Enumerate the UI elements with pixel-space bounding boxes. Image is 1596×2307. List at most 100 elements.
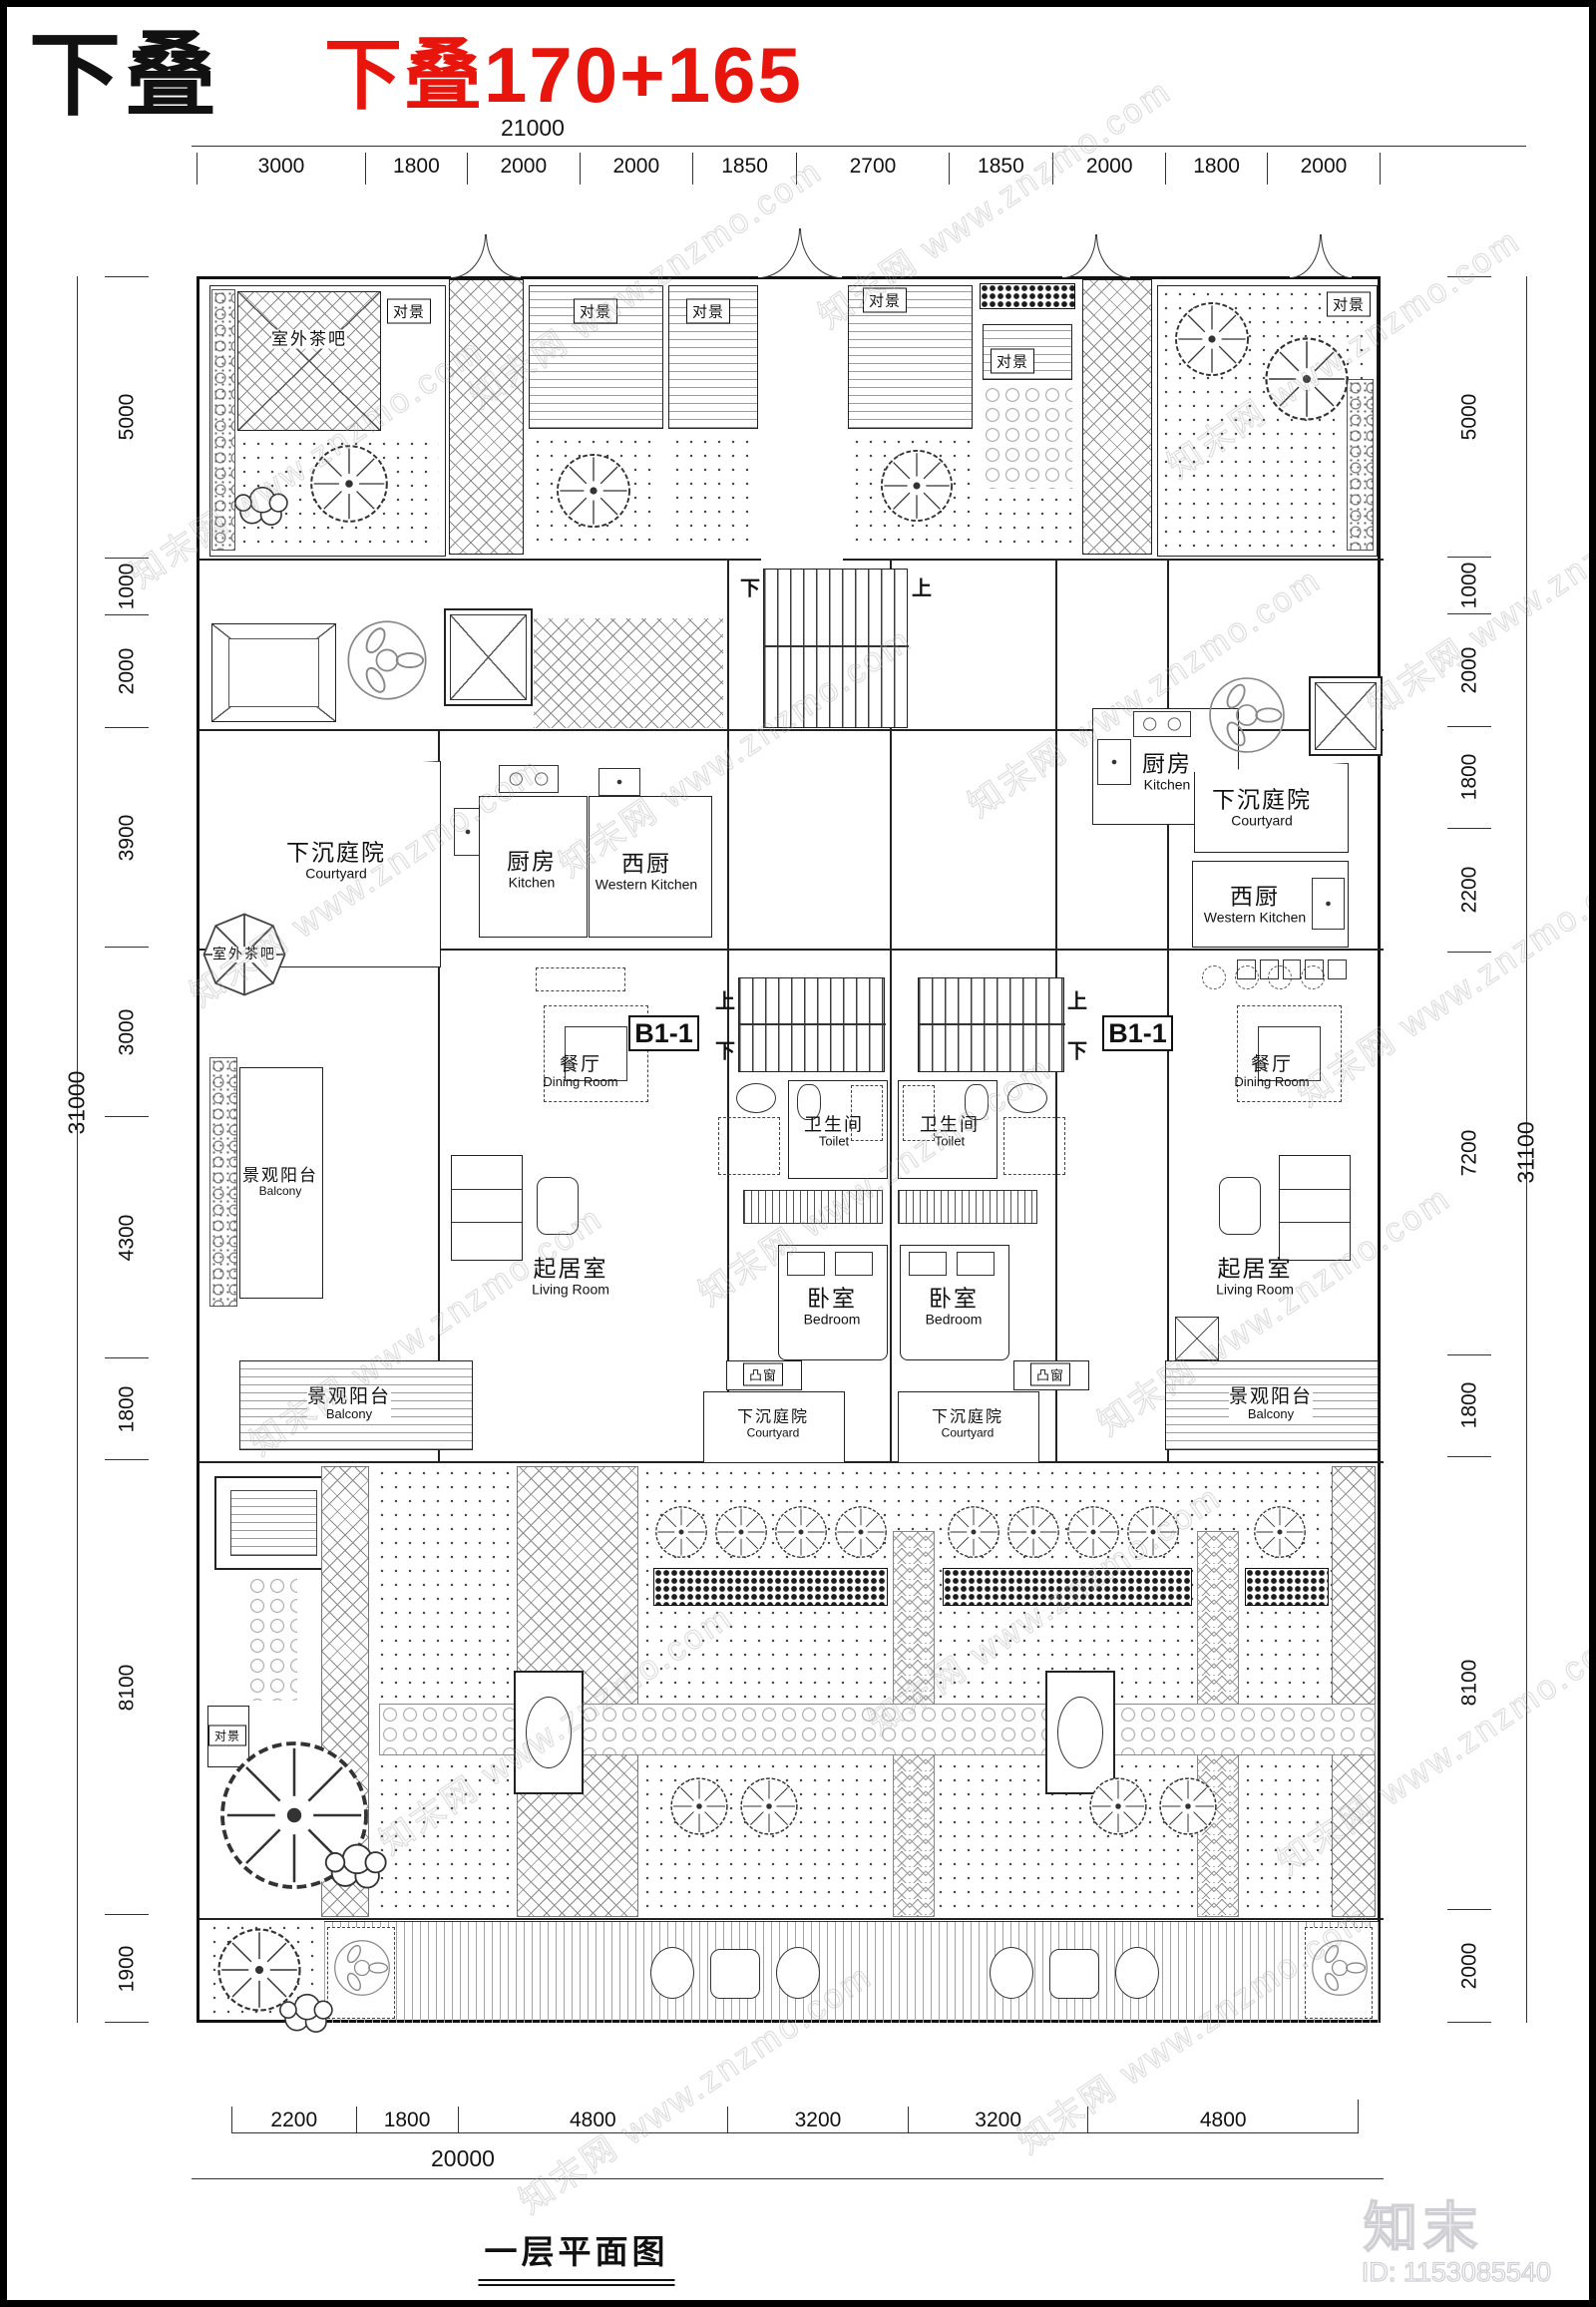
- dim-segment: 1900: [105, 1914, 149, 2022]
- balcony-west: [239, 1067, 323, 1299]
- tree-symbol: [1254, 1506, 1306, 1558]
- stair-down-label: 下: [740, 577, 760, 600]
- stair-down-label: 下: [1067, 1040, 1087, 1063]
- tree-symbol: [1159, 1777, 1217, 1835]
- dining-table: [544, 1005, 648, 1102]
- flower-medallion: [1209, 677, 1285, 753]
- tree-symbol: [775, 1506, 827, 1558]
- wall: [200, 729, 1384, 731]
- hedge-strip: [211, 289, 235, 551]
- tree-symbol: [1089, 1777, 1147, 1835]
- dim-segment: 8100: [1447, 1455, 1491, 1909]
- dim-segment: 1800: [1165, 153, 1267, 185]
- image-id: ID: 1153085540: [1361, 2256, 1551, 2287]
- wash-basin: [1007, 1083, 1047, 1113]
- lattice-walk: [1332, 1466, 1376, 1917]
- wash-basin: [736, 1083, 776, 1113]
- double-door-top-main: [758, 228, 842, 278]
- dim-segment: 3000: [105, 947, 149, 1115]
- stove: [499, 765, 559, 793]
- party-wall: [890, 561, 893, 1462]
- closet: [1003, 1117, 1065, 1175]
- hedge-strip: [209, 1057, 237, 1307]
- dim-segment: 7200: [1447, 951, 1491, 1354]
- room-label-tea-bar-top: 室外茶吧: [271, 329, 347, 349]
- planting-bed: [980, 493, 1075, 553]
- view-feature-label-6: 对景: [1326, 291, 1372, 317]
- clipped-hedge: [943, 1568, 1192, 1606]
- courtyard-center-left: [703, 1391, 845, 1463]
- room-toilet-left: [788, 1080, 888, 1179]
- dim-segment: 1800: [105, 1357, 149, 1459]
- znzmo-logo: 知末: [1363, 2197, 1483, 2259]
- garden-path: [1082, 279, 1152, 555]
- terrace-chair: [776, 1947, 820, 1999]
- tree-symbol: [835, 1506, 887, 1558]
- dim-segment: 1000: [1447, 556, 1491, 613]
- fireplace: [1175, 1317, 1219, 1360]
- room-label-tea-bar-mid: 室外茶吧: [212, 946, 276, 962]
- unit-label-left: B1-1: [628, 1015, 699, 1051]
- shrub-symbol: [234, 486, 288, 526]
- wardrobe: [898, 1190, 1037, 1224]
- flower-medallion: [1312, 1940, 1368, 1996]
- sofa: [451, 1155, 523, 1261]
- terrace-chair: [990, 1947, 1033, 1999]
- dim-left-total-line: [77, 276, 79, 2023]
- tree-symbol: [655, 1506, 707, 1558]
- dim-left-total: 31000: [63, 1070, 90, 1135]
- stair-up-label: 上: [1067, 990, 1087, 1013]
- stool: [1202, 965, 1226, 989]
- terrace-table: [710, 1949, 760, 1999]
- coffee-table: [1219, 1177, 1261, 1235]
- tree-symbol: [670, 1777, 728, 1835]
- tree-symbol: [557, 454, 630, 528]
- tree-symbol: [715, 1506, 767, 1558]
- dining-table: [1237, 1005, 1342, 1102]
- wall: [200, 1918, 1384, 1920]
- dim-segment: 5000: [105, 276, 149, 558]
- garden-paving: [534, 618, 723, 728]
- garden-path: [449, 279, 524, 555]
- stool: [1301, 965, 1325, 989]
- dim-bottom-total-line: [192, 2178, 1384, 2180]
- sink: [454, 808, 482, 856]
- dim-top-total-line: [192, 146, 1526, 148]
- medallion-pad: [1305, 1927, 1373, 2019]
- dim-segment: 2000: [1052, 153, 1165, 185]
- drawing-caption: 一层平面图: [478, 2225, 675, 2286]
- wall: [727, 561, 729, 1462]
- unit-staircase-left: [738, 977, 886, 1072]
- page-title: 下叠: [29, 25, 221, 127]
- dim-segment: 2000: [579, 153, 692, 185]
- courtyard-center-right: [898, 1391, 1039, 1463]
- wall: [200, 559, 761, 562]
- dim-segment: 1850: [948, 153, 1053, 185]
- bed-left: [778, 1245, 888, 1360]
- terrace-table: [1049, 1949, 1099, 1999]
- room-kitchen-right: [1092, 708, 1239, 825]
- wall: [1167, 561, 1169, 1462]
- tree-symbol: [880, 449, 954, 523]
- stair-down-label: 下: [715, 1040, 735, 1063]
- dim-segment: 1800: [365, 153, 467, 185]
- clipped-hedge: [1245, 1568, 1329, 1606]
- sink: [598, 768, 640, 796]
- dim-right-total-line: [1526, 276, 1528, 2023]
- bay-window-label-right: 凸窗: [1029, 1362, 1071, 1386]
- bed-right: [900, 1245, 1009, 1360]
- dim-segment: 2000: [1447, 612, 1491, 726]
- dim-segment: 1850: [691, 153, 797, 185]
- tree-symbol: [1007, 1506, 1059, 1558]
- garden-gate-right: [1045, 1671, 1115, 1794]
